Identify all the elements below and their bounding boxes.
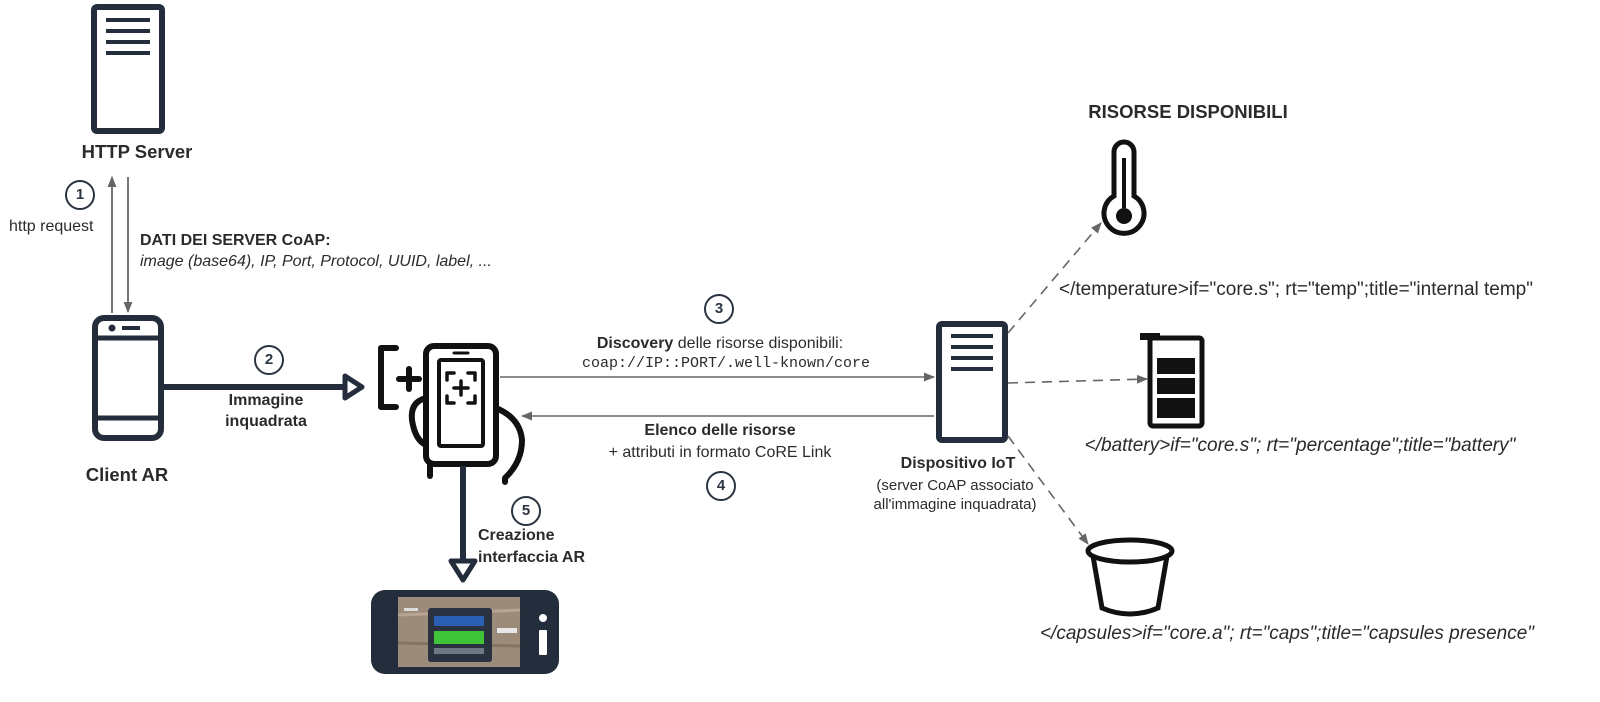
resource-arrow-temperature (1007, 222, 1102, 334)
step-2-label-line1: Immagine (228, 392, 304, 409)
resources-title: RISORSE DISPONIBILI (1088, 101, 1288, 122)
ar-phone-icon (371, 590, 559, 674)
discovery-label-bold: Discovery (596, 335, 674, 352)
http-request-label: http request (9, 218, 94, 235)
resource-link-temperature: </temperature>if="core.s"; rt="temp";tit… (1059, 279, 1533, 300)
image-arrow-head (342, 373, 365, 401)
step-4-badge: 4 (706, 471, 736, 501)
capsule-cup-icon (1085, 537, 1175, 617)
server-data-detail: image (base64), IP, Port, Protocol, UUID… (140, 253, 492, 270)
iot-device-label: Dispositivo IoT (900, 455, 1016, 472)
resource-link-capsules: </capsules>if="core.a"; rt="caps";title=… (1039, 623, 1535, 644)
discovery-uri: coap://IP::PORT/.well-known/core (581, 355, 871, 372)
client-phone-icon (92, 315, 164, 441)
step-1-badge: 1 (65, 180, 95, 210)
http-server-label: HTTP Server (81, 141, 193, 162)
resource-arrow-capsules (1007, 435, 1089, 545)
resource-arrow-battery (1007, 374, 1149, 384)
step-3-badge: 3 (704, 294, 734, 324)
iot-device-icon (936, 321, 1008, 443)
resource-list-detail: + attributi in formato CoRE Link (608, 444, 832, 461)
step-5-label-line2: interfaccia AR (478, 549, 585, 566)
discovery-label-rest: delle risorse disponibili: (673, 335, 844, 352)
discovery-label: Discovery delle risorse disponibili: (597, 334, 843, 354)
thermometer-icon (1101, 139, 1147, 236)
iot-device-note-2: all'immagine inquadrata) (873, 496, 1037, 513)
step-5-label-line1: Creazione (478, 527, 555, 544)
scanning-phone-icon (378, 343, 525, 485)
iot-device-note-1: (server CoAP associato (876, 477, 1034, 494)
http-server-icon (91, 4, 165, 134)
step-5-badge: 5 (511, 496, 541, 526)
resource-link-battery: </battery>if="core.s"; rt="percentage";t… (1084, 435, 1516, 456)
server-data-title: DATI DEI SERVER CoAP: (140, 232, 331, 249)
client-ar-label: Client AR (85, 464, 169, 485)
ar-arrow-head (448, 558, 478, 583)
step-2-label-line2: inquadrata (225, 413, 307, 430)
battery-icon (1140, 333, 1205, 429)
step-2-badge: 2 (254, 345, 284, 375)
resource-list-title: Elenco delle risorse (644, 422, 796, 439)
